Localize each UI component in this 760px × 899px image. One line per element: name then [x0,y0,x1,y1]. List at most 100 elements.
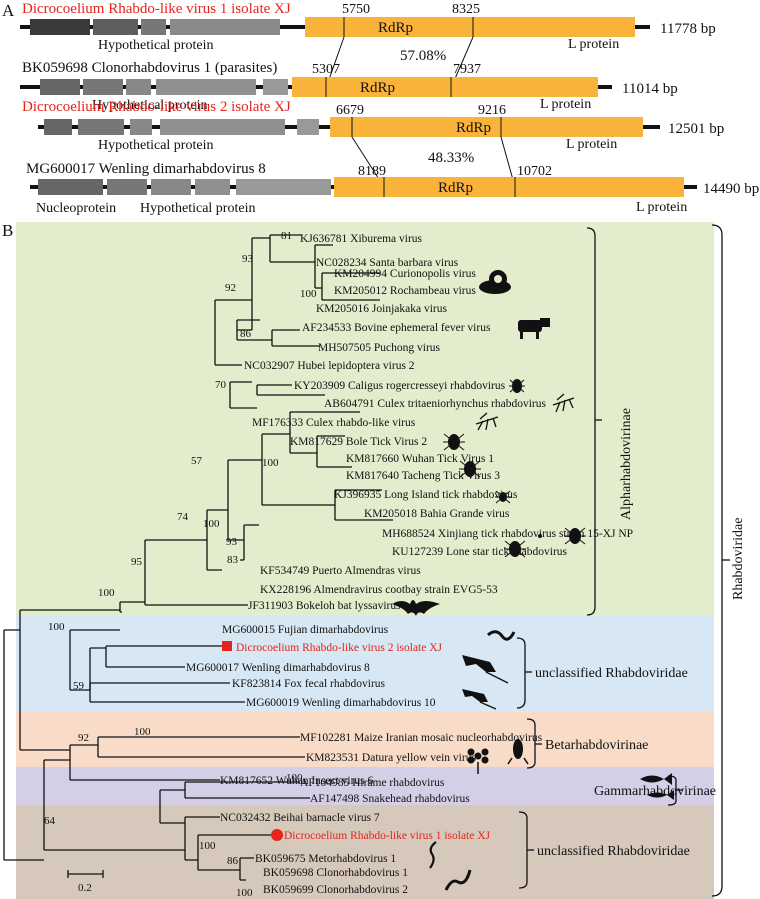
bootstrap: 100 [134,726,151,738]
flower-icon [467,748,489,774]
cow-icon [518,318,550,339]
ray-fish-icon [462,655,509,684]
orf-block [126,79,151,95]
genome-length: 12501 bp [668,121,724,137]
tick-icon [443,433,465,451]
rdrp-label: RdRp [360,80,395,96]
group-bg-unclassified-2 [16,805,714,899]
orf-block [83,79,123,95]
identity-1: 57.08% [400,48,446,64]
group-bg-unclassified-1 [16,616,714,712]
l-protein-label: L protein [568,37,619,52]
orf-block [160,119,285,135]
mosquito-icon [475,412,499,431]
tick-icon [564,527,586,545]
taxon: MH507505 Puchong virus [318,342,441,354]
family-label: Rhabdoviridae [731,518,746,600]
group-bg-alpha [16,222,714,616]
taxon: AF104985 Hirame rhabdovirus [300,777,445,789]
worm-icon [487,630,516,641]
taxon: KM817652 Wuhan Insect virus 6 [220,775,374,787]
pos-start: 8189 [358,164,386,179]
panel-b-label: B [2,221,13,240]
bootstrap: 83 [227,554,239,566]
taxon: AF147498 Snakehead rhabdovirus [310,793,470,805]
l-protein-label: L protein [636,200,687,215]
bootstrap: 100 [48,621,65,633]
taxon: MF102281 Maize Iranian mosaic nucleorhab… [300,732,543,744]
worm-icon [444,869,472,891]
protein-label: Hypothetical protein [92,98,207,113]
orf-block [141,19,166,35]
taxon: MF176333 Culex rhabdo-like virus [252,417,416,429]
bootstrap: 59 [73,680,85,692]
rdrp-block [334,177,684,197]
orf-block [40,79,80,95]
bootstrap: 100 [203,518,220,530]
orf-block [38,179,103,195]
group-label-alpha: Alpharhabdovirinae [619,408,634,520]
tick-icon [459,460,481,478]
bootstrap: 81 [281,230,292,242]
orf-block [151,179,191,195]
protein-label: Hypothetical protein [140,201,255,216]
pos-end: 8325 [452,2,480,17]
bootstrap: 100 [262,457,279,469]
taxon-highlight: Dicrocoelium Rhabdo-like virus 1 isolate… [284,830,491,842]
bootstrap: 95 [131,556,143,568]
l-protein-label: L protein [540,97,591,112]
taxon: MG600019 Wenling dimarhabdovirus 10 [246,697,436,709]
nucleoprotein-label: Nucleoprotein [36,201,116,216]
orf-block [30,19,90,35]
bootstrap: 70 [215,379,227,391]
scale-bar: 0.2 [67,870,104,894]
pos-start: 5307 [312,62,340,77]
group-label-unclassified-2: unclassified Rhabdoviridae [537,844,690,859]
taxon: KM205018 Bahia Grande virus [364,508,510,520]
taxon: KM205012 Rochambeau virus [334,285,476,297]
orf-block [130,119,152,135]
host-icons [392,270,674,891]
orf-block [44,119,72,135]
group-bg-gamma [16,767,714,805]
orf-block [93,19,138,35]
rdrp-block [305,17,635,37]
phylogenetic-tree [3,234,393,881]
genome-2: BK059698 Clonorhabdovirus 1 (parasites) … [20,60,678,113]
taxon: NC032432 Beihai barnacle virus 7 [220,812,380,824]
bootstrap: 100 [300,288,317,300]
orf-block [107,179,147,195]
taxon: AF234533 Bovine ephemeral fever virus [302,322,491,334]
bootstrap: 64 [44,815,56,827]
taxon: KM204994 Curionopolis virus [334,268,476,280]
bootstrap: 93 [226,536,238,548]
taxon: KF823814 Fox fecal rhabdovirus [232,678,386,690]
genome-length: 14490 bp [703,181,759,197]
taxon: KM205016 Joinjakaka virus [316,303,447,315]
fish-icon [640,773,672,785]
group-label-gamma: Gammarhabdovirinae [594,784,716,799]
taxon: KM817629 Bole Tick Virus 2 [290,436,427,448]
highlight-circle-marker [271,829,283,841]
pos-start: 6679 [336,103,364,118]
protein-label: Hypothetical protein [98,138,213,153]
bootstrap: 86 [240,328,252,340]
l-protein-label: L protein [566,137,617,152]
taxon: BK059698 Clonorhabdovirus 1 [263,867,408,879]
rdrp-label: RdRp [438,180,473,196]
orf-block [263,79,288,95]
taxon: KJ636781 Xiburema virus [300,233,423,245]
group-label-beta: Betarhabdovirinae [545,738,648,753]
protein-label: Hypothetical protein [98,38,213,53]
taxon: KY203909 Caligus rogercresseyi rhabdovir… [294,380,506,392]
bat-icon [392,600,440,616]
genome-name: BK059698 Clonorhabdovirus 1 (parasites) [22,60,277,76]
genome-name: MG600017 Wenling dimarhabdovirus 8 [26,161,266,177]
rdrp-label: RdRp [456,120,491,136]
taxon-highlight: Dicrocoelium Rhabdo-like virus 2 isolate… [236,642,443,654]
taxon: KU127239 Lone star tick rhabdovirus [392,546,568,558]
bootstrap: 86 [227,855,239,867]
bootstrap: 100 [199,840,216,852]
bootstrap: 93 [242,253,254,265]
panel-a-label: A [2,1,15,20]
